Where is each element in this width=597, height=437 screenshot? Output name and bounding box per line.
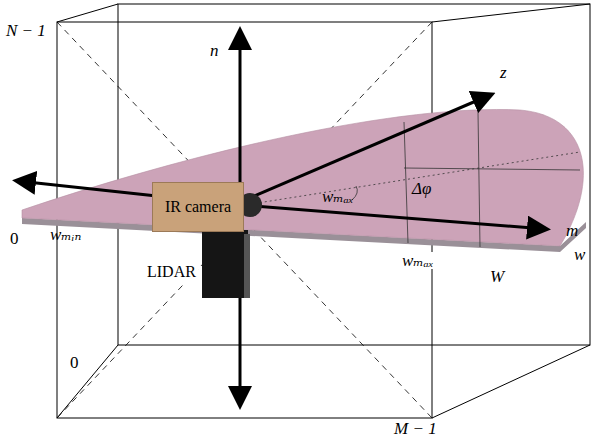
- axis-label: w: [574, 246, 585, 263]
- axis-label: wₘₐₓ: [322, 188, 354, 205]
- lidar-label: LIDAR: [147, 264, 196, 280]
- lidar-body: [202, 230, 248, 298]
- axis-label: n: [210, 42, 219, 59]
- axis-label: 0: [70, 354, 79, 371]
- axis-label: 0: [10, 230, 19, 247]
- axis-label: m: [566, 222, 578, 239]
- axis-label: W: [488, 268, 506, 285]
- axis-label: Δφ: [412, 180, 431, 197]
- axis-label: z: [500, 64, 507, 81]
- camera-label: IR camera: [165, 199, 231, 215]
- axis-label: wₘₐₓ: [400, 252, 436, 269]
- lidar-unit: LIDAR: [145, 262, 198, 282]
- axis-label: N − 1: [6, 22, 46, 39]
- scan-sector: [22, 109, 583, 246]
- axis-label: M − 1: [392, 420, 439, 437]
- axis-label: wₘᵢₙ: [50, 226, 81, 243]
- axes: [18, 32, 545, 404]
- camera-box: IR camera: [152, 182, 244, 232]
- lidar-side: [244, 234, 250, 298]
